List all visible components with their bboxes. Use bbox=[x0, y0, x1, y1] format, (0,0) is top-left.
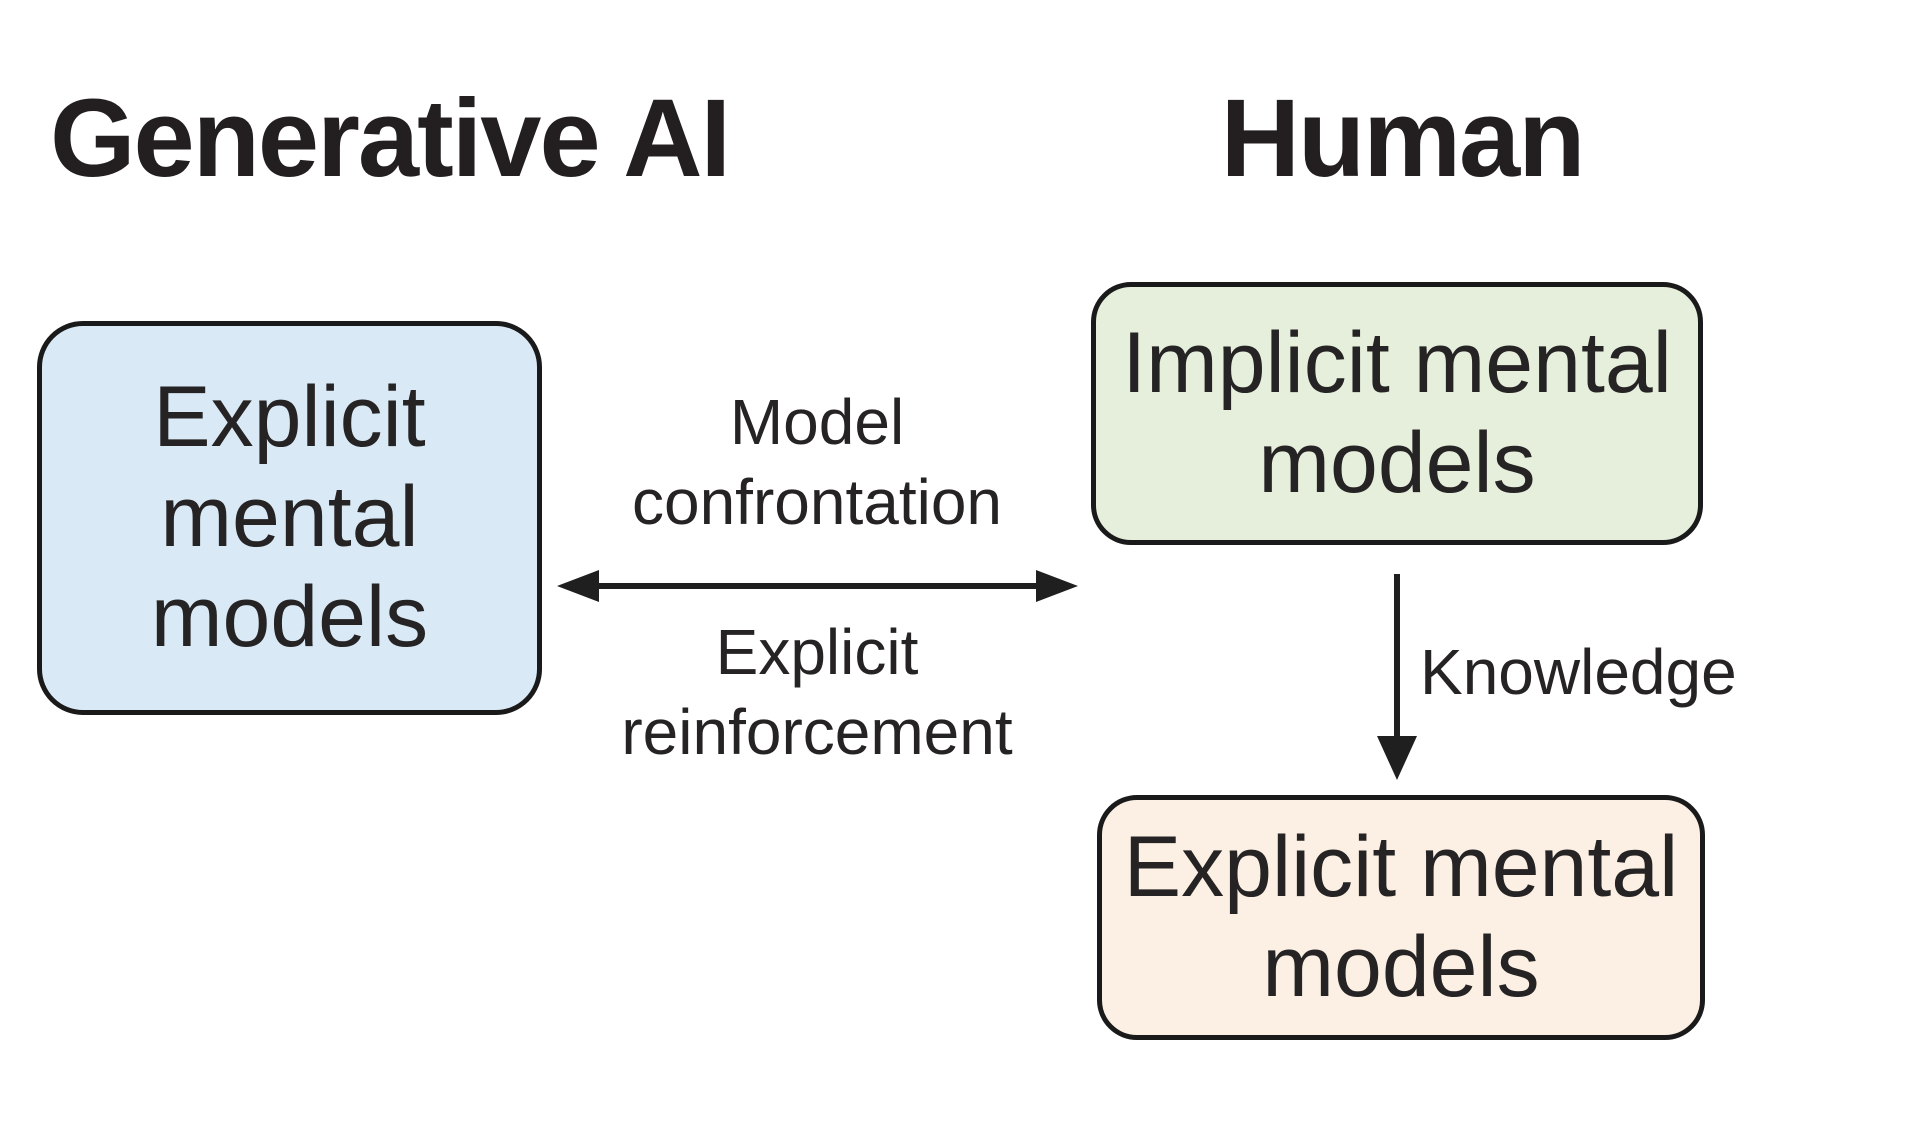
arrow-shaft bbox=[589, 583, 1046, 589]
arrow-shaft bbox=[1394, 574, 1400, 746]
arrowhead-down-icon bbox=[1377, 736, 1417, 780]
knowledge-down-arrow bbox=[1377, 574, 1417, 780]
label-knowledge: Knowledge bbox=[1420, 636, 1737, 708]
model-confrontation-double-arrow bbox=[557, 570, 1078, 602]
column-heading-generative-ai: Generative AI bbox=[50, 77, 731, 200]
column-heading-human: Human bbox=[1220, 77, 1586, 200]
arrowhead-right-icon bbox=[1036, 570, 1078, 602]
